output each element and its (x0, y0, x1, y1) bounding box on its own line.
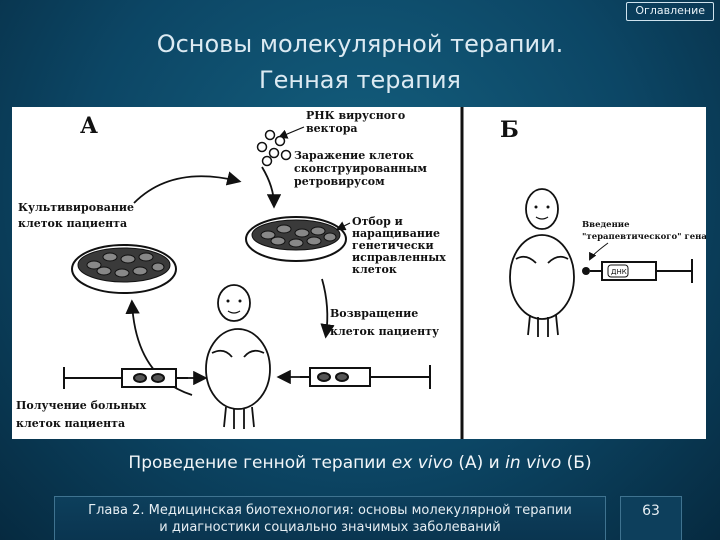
figure-caption: Проведение генной терапии ex vivo (А) и … (0, 453, 720, 473)
label-dna: ДНК (611, 268, 627, 276)
panel-a-letter: А (80, 113, 98, 139)
patient-figure-a (205, 284, 271, 429)
syringe-dna (590, 259, 693, 283)
caption-ex-vivo: ex vivo (391, 453, 453, 473)
chapter-footer: Глава 2. Медицинская биотехнология: осно… (54, 496, 606, 540)
caption-suffix: (Б) (561, 453, 592, 473)
caption-in-vivo: in vivo (505, 453, 562, 473)
label-rna: РНК вирусного вектора (306, 109, 409, 135)
virus-particles (256, 129, 292, 167)
label-introduction: Введение "терапевтического" гена (582, 220, 706, 242)
footer-line1: Глава 2. Медицинская биотехнология: осно… (88, 503, 572, 518)
label-infection: Заражение клеток сконструированным ретро… (294, 149, 431, 188)
label-cultivation: Культивирование клеток пациента (18, 201, 138, 230)
figure-drawing: А Б РНК вирусного вектора Заражение клет… (16, 107, 706, 439)
slide-title-line1: Основы молекулярной терапии. (156, 30, 564, 58)
petri-dish-infected (245, 216, 347, 262)
label-return: Возвращение клеток пациенту (330, 307, 439, 338)
footer-line2: и диагностики социально значимых заболев… (159, 520, 501, 535)
patient-figure-b (509, 188, 575, 337)
gene-therapy-figure: А Б РНК вирусного вектора Заражение клет… (12, 107, 706, 439)
panel-b-letter: Б (500, 117, 519, 143)
caption-mid: (А) и (452, 453, 506, 473)
petri-dish-culture (71, 244, 177, 294)
slide-title: Основы молекулярной терапии. Генная тера… (0, 26, 720, 98)
syringe-return (300, 365, 431, 389)
toc-button[interactable]: Оглавление (626, 2, 714, 21)
syringe-obtain (63, 367, 188, 389)
label-obtain: Получение больных клеток пациента (16, 399, 150, 430)
label-selection: Отбор и наращивание генетически исправле… (352, 215, 450, 276)
caption-prefix: Проведение генной терапии (128, 453, 392, 473)
slide-title-line2: Генная терапия (259, 66, 461, 94)
page-number: 63 (620, 496, 682, 540)
